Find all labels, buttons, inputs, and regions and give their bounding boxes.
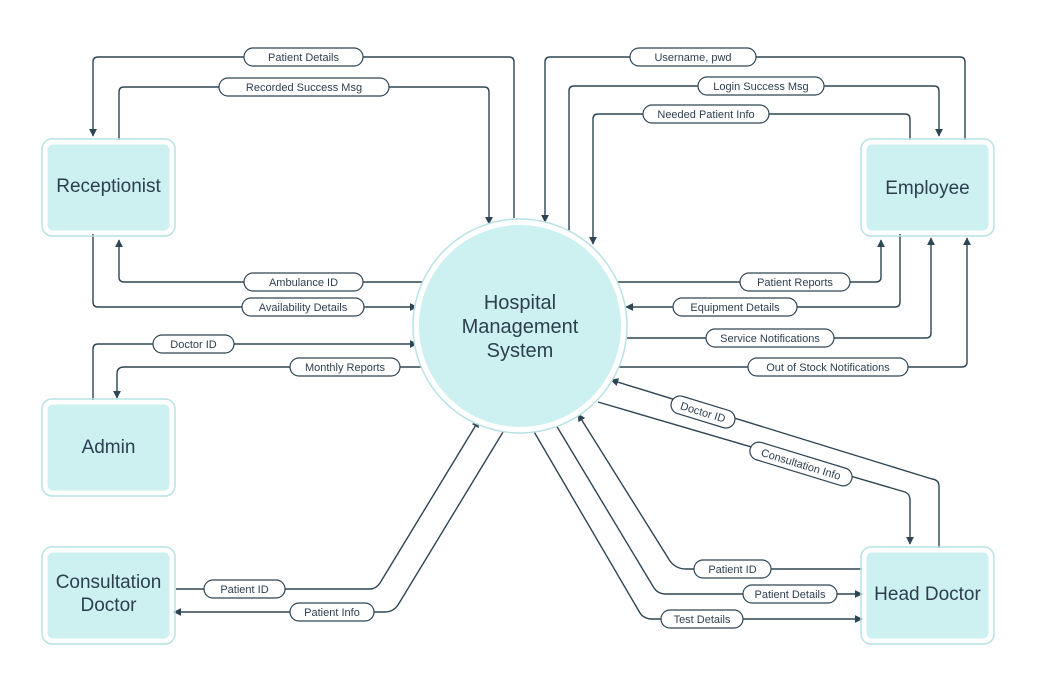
flow-label-patient-info[interactable]: Patient Info	[289, 602, 375, 622]
flow-line-service-notifications	[622, 237, 935, 339]
flow-label-patient-id-head[interactable]: Patient ID	[693, 559, 772, 579]
flow-line-doctor-id-admin	[92, 340, 418, 400]
flow-line-monthly-reports	[113, 366, 422, 399]
svg-text:Out of Stock Notifications: Out of Stock Notifications	[766, 362, 890, 374]
entity-consultation-doctor[interactable]: Consultation Doctor	[41, 546, 176, 645]
flow-label-needed-patient-info[interactable]: Needed Patient Info	[642, 104, 770, 124]
flow-label-patient-details-reception[interactable]: Patient Details	[243, 47, 364, 67]
flow-line-patient-reports	[615, 239, 885, 283]
flow-label-test-details[interactable]: Test Details	[660, 609, 744, 629]
entity-head-doctor-label: Head Doctor	[874, 584, 981, 605]
flow-line-doctor-id-head	[610, 378, 940, 548]
flow-label-doctor-id-head[interactable]: Doctor ID	[669, 394, 737, 431]
flow-line-test-details	[532, 429, 863, 623]
flow-label-out-of-stock-notifications[interactable]: Out of Stock Notifications	[747, 357, 909, 377]
svg-text:Needed Patient Info: Needed Patient Info	[657, 109, 754, 121]
flow-line-ambulance-id	[115, 239, 427, 283]
svg-text:Login Success Msg: Login Success Msg	[713, 81, 808, 93]
flow-line-patient-details-head	[555, 424, 863, 598]
flow-label-monthly-reports[interactable]: Monthly Reports	[289, 357, 401, 377]
flow-label-patient-reports[interactable]: Patient Reports	[739, 272, 851, 292]
entity-head-doctor[interactable]: Head Doctor	[860, 546, 995, 645]
entity-consultation-doctor-label-line-2: Doctor	[81, 595, 138, 616]
entity-receptionist[interactable]: Receptionist	[41, 138, 176, 237]
entity-employee[interactable]: Employee	[860, 138, 995, 237]
flow-label-patient-details-head[interactable]: Patient Details	[742, 584, 838, 604]
entity-consultation-doctor-label-line-1: Consultation	[56, 572, 162, 593]
svg-text:Test Details: Test Details	[674, 614, 731, 626]
svg-text:Service Notifications: Service Notifications	[720, 333, 820, 345]
svg-text:Monthly Reports: Monthly Reports	[305, 362, 386, 374]
entity-admin-label: Admin	[82, 437, 136, 458]
flow-line-availability-details	[92, 234, 418, 311]
flow-line-consultation-info	[597, 401, 914, 545]
process-hospital-management-system[interactable]: Hospital Management System	[412, 218, 628, 434]
flow-label-consultation-info[interactable]: Consultation Info	[748, 440, 855, 488]
svg-text:Equipment Details: Equipment Details	[690, 302, 780, 314]
flow-label-recorded-success-msg[interactable]: Recorded Success Msg	[218, 77, 390, 97]
svg-text:Doctor ID: Doctor ID	[170, 339, 217, 351]
svg-text:Availability Details: Availability Details	[259, 302, 348, 314]
flow-label-doctor-id-admin[interactable]: Doctor ID	[152, 334, 235, 354]
flow-label-username-pwd[interactable]: Username, pwd	[629, 47, 757, 67]
svg-text:Patient Info: Patient Info	[304, 607, 360, 619]
svg-text:Patient Details: Patient Details	[755, 589, 826, 601]
svg-text:Username, pwd: Username, pwd	[654, 52, 731, 64]
flow-line-patient-id-consult	[176, 419, 480, 590]
flow-line-patient-id-head	[577, 413, 862, 570]
svg-text:Patient Details: Patient Details	[268, 52, 339, 64]
svg-text:Patient ID: Patient ID	[708, 564, 756, 576]
process-label-line-1: Hospital	[484, 292, 556, 314]
flow-line-out-of-stock	[618, 237, 971, 368]
flow-label-login-success-msg[interactable]: Login Success Msg	[697, 76, 825, 96]
svg-text:Recorded Success Msg: Recorded Success Msg	[246, 82, 362, 94]
flow-label-ambulance-id[interactable]: Ambulance ID	[243, 272, 364, 292]
flow-label-patient-id-consult[interactable]: Patient ID	[203, 579, 286, 599]
flow-line-patient-info	[173, 431, 504, 616]
flow-line-needed-patient-info	[589, 113, 911, 245]
svg-text:Ambulance ID: Ambulance ID	[269, 277, 338, 289]
process-label-line-3: System	[487, 340, 554, 362]
svg-text:Patient ID: Patient ID	[220, 584, 268, 596]
flow-label-service-notifications[interactable]: Service Notifications	[705, 328, 835, 348]
flow-label-equipment-details[interactable]: Equipment Details	[672, 297, 798, 317]
entity-admin[interactable]: Admin	[41, 398, 176, 497]
entity-employee-label: Employee	[885, 178, 970, 199]
flow-line-equipment-details	[625, 234, 901, 311]
flow-label-availability-details[interactable]: Availability Details	[241, 297, 365, 317]
svg-text:Patient Reports: Patient Reports	[757, 277, 833, 289]
entity-receptionist-label: Receptionist	[56, 176, 161, 197]
process-label-line-2: Management	[462, 316, 579, 338]
